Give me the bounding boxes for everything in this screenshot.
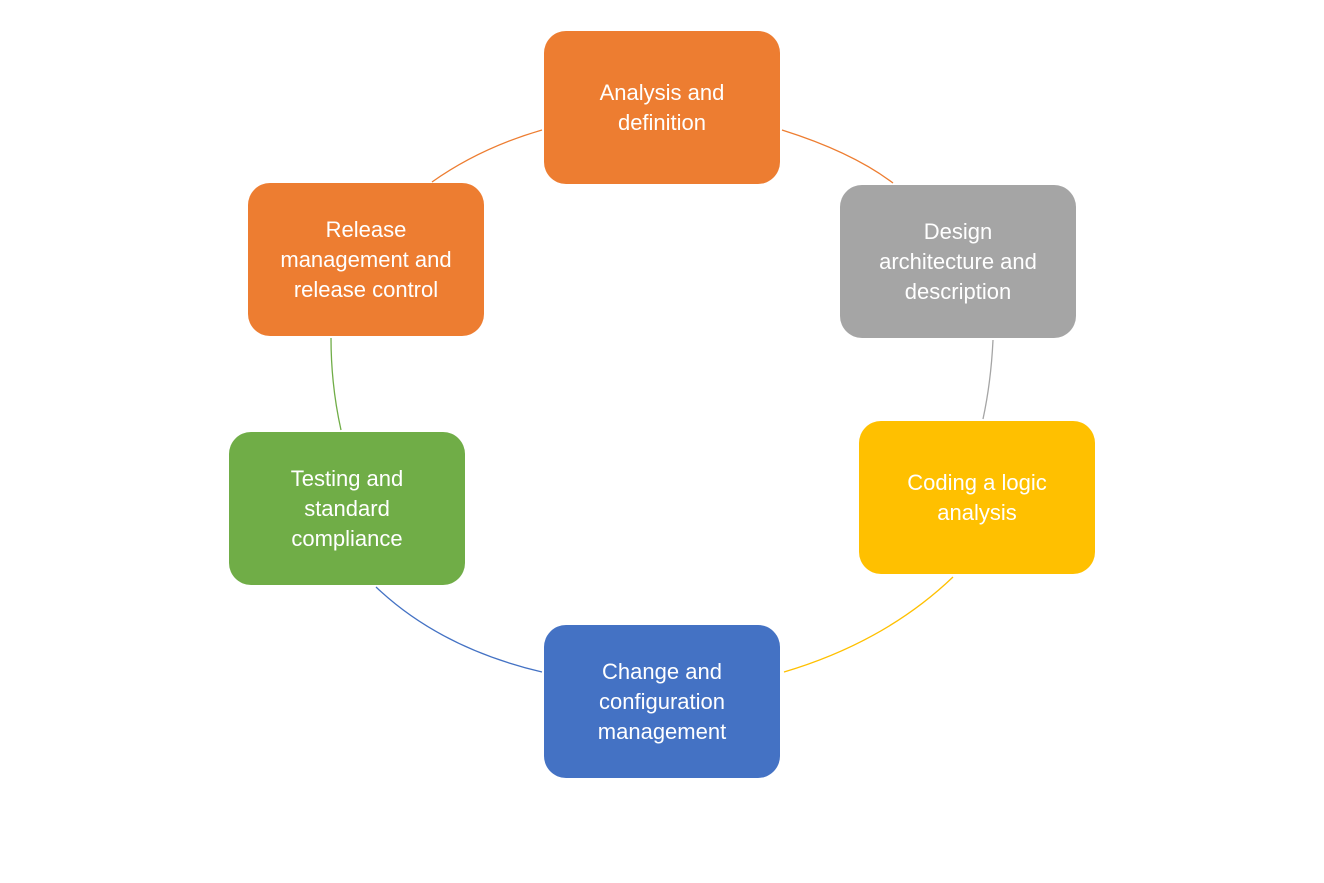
connector-analysis-design [781,129,894,184]
node-label: Coding a logic analysis [907,469,1047,525]
node-release-management: Release management and release control [248,183,484,336]
node-analysis-and-definition: Analysis and definition [544,31,780,184]
connector-change-testing [375,586,543,673]
node-coding-logic-analysis: Coding a logic analysis [859,421,1095,574]
node-design-architecture: Design architecture and description [840,185,1076,338]
node-label: Testing and standard compliance [290,465,404,551]
node-testing-and-compliance: Testing and standard compliance [229,432,465,585]
connector-testing-release [330,337,342,431]
node-change-and-configuration: Change and configuration management [544,625,780,778]
node-label: Design architecture and description [879,218,1037,304]
connector-release-analysis [431,129,543,183]
connector-coding-change [783,576,954,673]
connector-design-coding [982,339,994,420]
node-label: Release management and release control [280,216,452,302]
node-label: Change and configuration management [597,658,727,744]
node-label: Analysis and definition [599,79,725,135]
